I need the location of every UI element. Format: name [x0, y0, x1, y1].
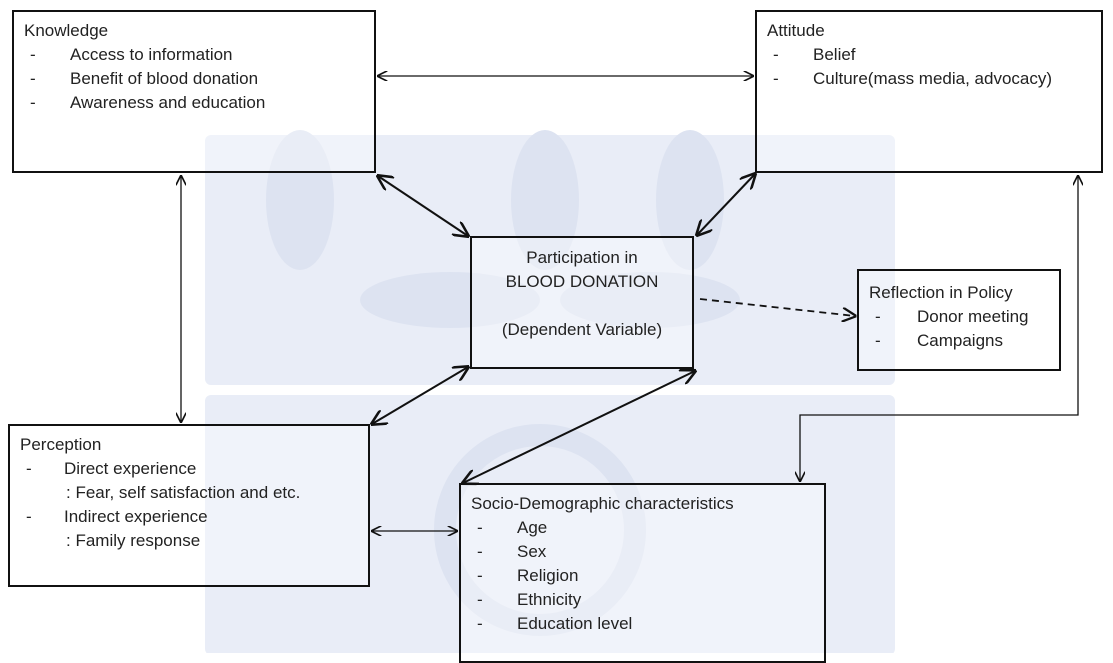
- knowledge-title: Knowledge: [24, 21, 109, 40]
- connector-knowledge-participation: [378, 176, 468, 236]
- knowledge-item: -Access to information: [30, 45, 233, 64]
- policy-box: Reflection in Policy -Donor meeting -Cam…: [857, 269, 1061, 371]
- participation-line1: Participation in: [526, 248, 638, 267]
- connector-participation-policy: [699, 298, 855, 316]
- socio-demographic-box: Socio-Demographic characteristics -Age -…: [459, 483, 826, 663]
- socio-item: -Religion: [477, 566, 579, 585]
- perception-title: Perception: [20, 435, 102, 454]
- perception-item-detail: : Family response: [66, 531, 201, 550]
- policy-title: Reflection in Policy: [869, 283, 1013, 302]
- connector-participation-perception: [372, 367, 468, 424]
- attitude-box: Attitude -Belief -Culture(mass media, ad…: [755, 10, 1103, 173]
- policy-item: -Campaigns: [875, 331, 1003, 350]
- perception-item: -Indirect experience: [26, 507, 208, 526]
- policy-item: -Donor meeting: [875, 307, 1029, 326]
- attitude-title: Attitude: [767, 21, 825, 40]
- perception-item: -Direct experience: [26, 459, 197, 478]
- attitude-item: -Belief: [773, 45, 856, 64]
- participation-line2: BLOOD DONATION: [505, 272, 659, 291]
- attitude-item: -Culture(mass media, advocacy): [773, 69, 1053, 88]
- knowledge-box: Knowledge -Access to information -Benefi…: [12, 10, 376, 173]
- socio-title: Socio-Demographic characteristics: [471, 494, 734, 513]
- socio-item: -Age: [477, 518, 548, 537]
- socio-item: -Education level: [477, 614, 633, 633]
- perception-box: Perception -Direct experience : Fear, se…: [8, 424, 370, 587]
- participation-line3: (Dependent Variable): [501, 320, 663, 339]
- knowledge-item: -Awareness and education: [30, 93, 266, 112]
- socio-item: -Sex: [477, 542, 547, 561]
- participation-box: Participation in BLOOD DONATION (Depende…: [470, 236, 694, 369]
- perception-item-detail: : Fear, self satisfaction and etc.: [66, 483, 301, 502]
- socio-item: -Ethnicity: [477, 590, 582, 609]
- connector-attitude-socio: [800, 176, 1078, 481]
- knowledge-item: -Benefit of blood donation: [30, 69, 259, 88]
- connector-attitude-participation: [697, 174, 755, 235]
- connector-participation-socio: [463, 371, 695, 483]
